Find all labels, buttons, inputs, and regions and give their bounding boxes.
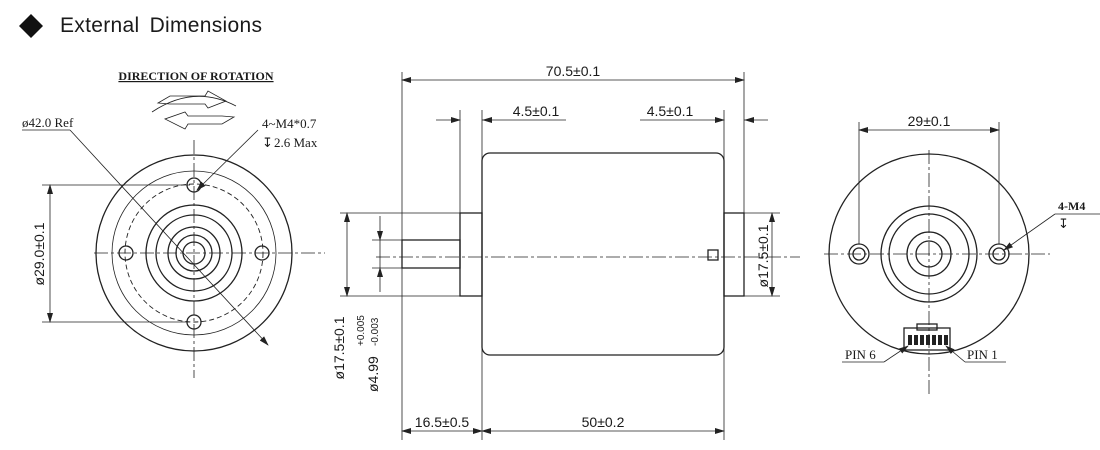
connector-pins	[908, 335, 948, 345]
front-boss-label: ø17.5±0.1	[331, 316, 347, 379]
body-length-label: 50±0.2	[582, 414, 625, 430]
front-bolt-circle	[124, 183, 264, 323]
hole-spec-label: 4~M4*0.7	[262, 116, 317, 131]
shaft-tol-lower: -0.003	[370, 317, 381, 346]
shaft-tol-upper: +0.005	[356, 315, 367, 346]
front-view: DIRECTION OF ROTATION ø42.0 Ref 4~M4*0.7	[22, 69, 325, 378]
overall-length-label: 70.5±0.1	[546, 63, 601, 79]
front-boss-inner	[167, 226, 221, 280]
pin-right-label: PIN 1	[967, 347, 998, 362]
front-hole-left	[118, 245, 134, 261]
motor-shaft	[401, 239, 461, 269]
front-inner-ring	[111, 170, 277, 336]
shaft-dia-label: ø4.99	[365, 356, 381, 392]
rotation-arrows-icon	[151, 90, 237, 130]
rear-shaft	[915, 240, 943, 268]
motor-body	[481, 152, 725, 356]
bolt-circle-label: ø29.0±0.1	[31, 222, 47, 285]
rear-boss-outer	[880, 205, 978, 303]
outer-ref-leader	[69, 129, 269, 346]
rear-view: 29±0.1 4-M4 ↧ PIN 6 PIN 1	[824, 113, 1100, 395]
step-left-label: 4.5±0.1	[513, 103, 560, 119]
front-boss	[459, 212, 483, 297]
rear-boss	[723, 212, 745, 297]
front-outer-circle	[95, 154, 293, 352]
diamond-icon	[18, 13, 44, 39]
rear-hole-label: 4-M4	[1058, 199, 1085, 213]
front-boss-outer	[145, 204, 243, 302]
rear-boss-mid	[888, 213, 970, 295]
body-notch	[707, 249, 719, 261]
section-heading: External Dimensions	[18, 10, 262, 42]
rear-depth-symbol-icon: ↧	[1058, 216, 1069, 231]
connector-body	[903, 327, 951, 351]
rear-bearing	[906, 231, 952, 277]
rear-outer-circle	[828, 153, 1030, 355]
step-right-label: 4.5±0.1	[647, 103, 694, 119]
front-bearing	[175, 234, 213, 272]
hole-spec-leader	[196, 129, 259, 191]
rear-boss-label: ø17.5±0.1	[755, 224, 771, 287]
side-view: 70.5±0.1 4.5±0.1 4.5±0.1 ø17.5±0.1 ø17.5…	[331, 63, 800, 440]
front-hole-right	[254, 245, 270, 261]
outer-ref-label: ø42.0 Ref	[22, 115, 74, 130]
depth-symbol-icon: ↧	[262, 135, 273, 150]
front-boss-mid	[155, 214, 233, 292]
shaft-length-label: 16.5±0.5	[415, 414, 470, 430]
pin-left-label: PIN 6	[845, 347, 876, 362]
rear-hole-leader	[1003, 213, 1056, 251]
rotation-label: DIRECTION OF ROTATION	[118, 69, 273, 83]
hole-spacing-label: 29±0.1	[908, 113, 951, 129]
hole-depth-label: 2.6 Max	[274, 135, 318, 150]
page-title: External Dimensions	[60, 14, 263, 37]
